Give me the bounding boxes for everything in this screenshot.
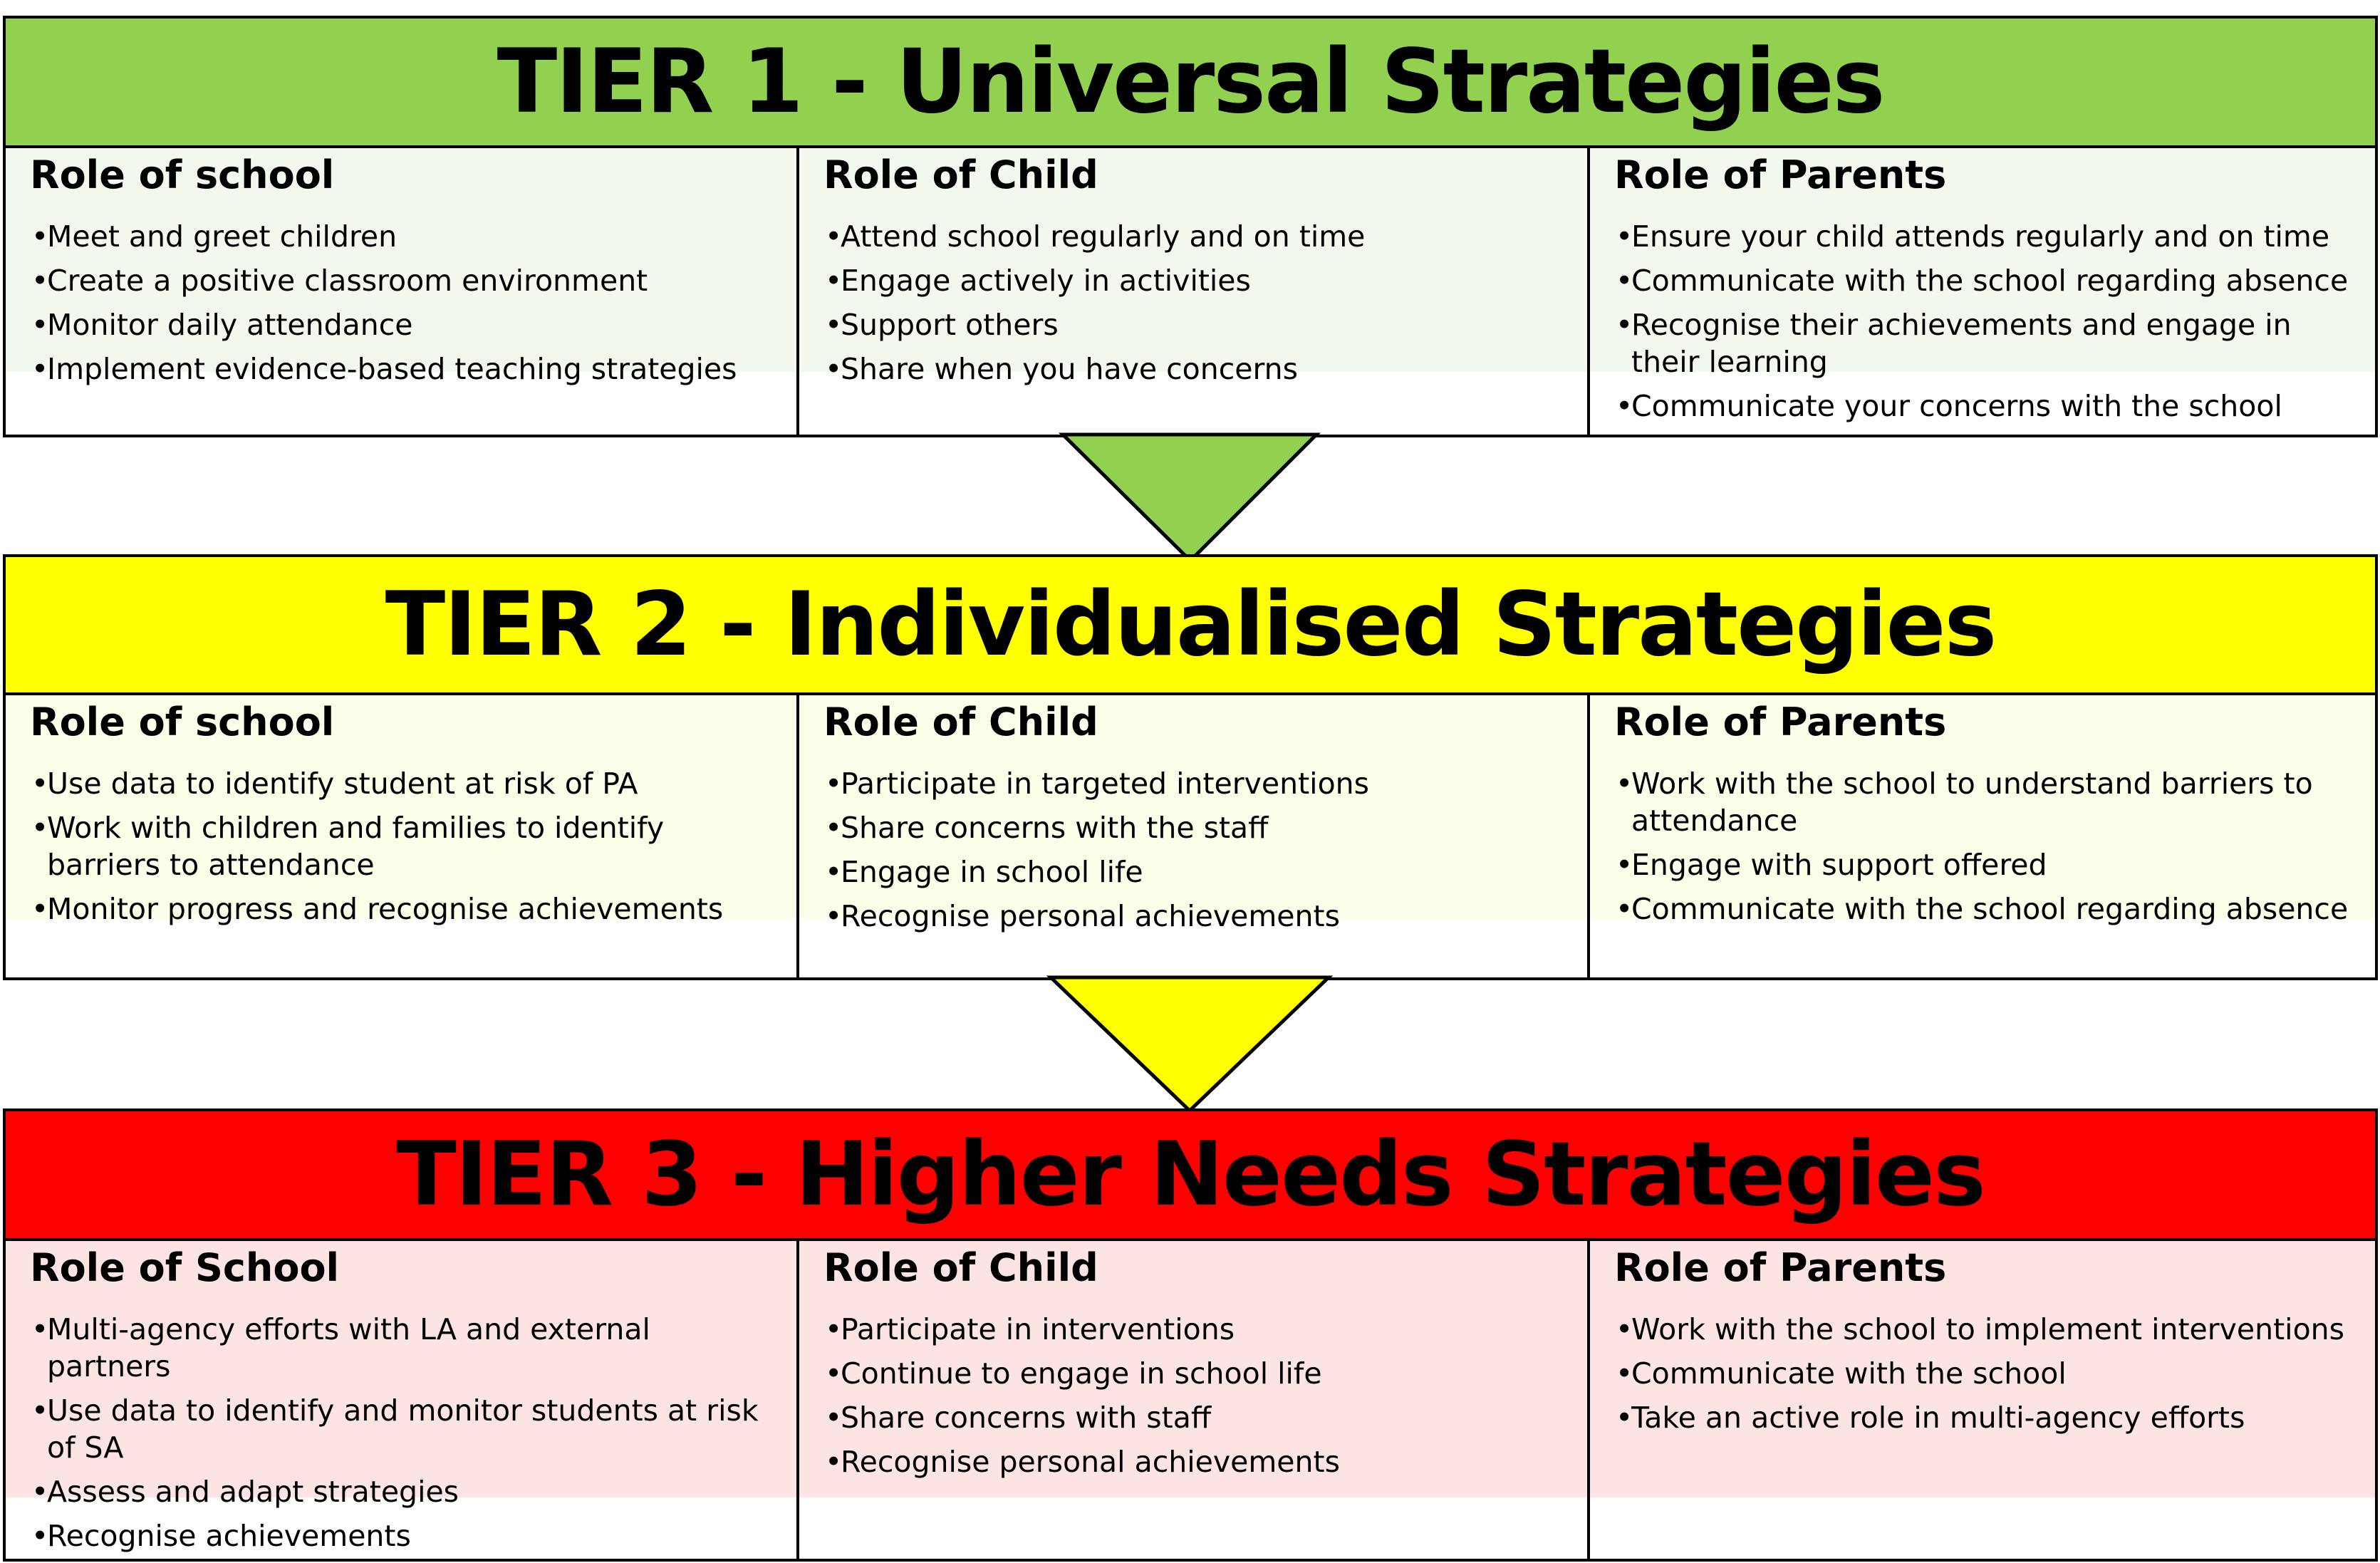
tier-1-role-school: Role of school Meet and greet children C…	[6, 148, 799, 435]
tier-2-roles: Role of school Use data to identify stud…	[3, 695, 2378, 980]
tier-1-role-child: Role of Child Attend school regularly an…	[799, 148, 1590, 435]
list-item: Work with the school to understand barri…	[1616, 765, 2358, 839]
list-item: Support others	[825, 306, 1570, 343]
tier-3-role-parents: Role of Parents Work with the school to …	[1590, 1241, 2375, 1559]
tier-2-title: TIER 2 - Individualised Strategies	[385, 573, 1997, 676]
list-item: Communicate with the school regarding ab…	[1616, 262, 2358, 299]
role-heading: Role of Child	[823, 1245, 1098, 1290]
list-item: Recognise achievements	[31, 1517, 779, 1554]
list-item: Work with the school to implement interv…	[1616, 1311, 2358, 1348]
list-item: Ensure your child attends regularly and …	[1616, 218, 2358, 255]
list-item: Participate in interventions	[825, 1311, 1570, 1348]
list-item: Recognise their achievements and engage …	[1616, 306, 2358, 380]
role-heading: Role of Parents	[1614, 700, 1947, 744]
tier-2-banner: TIER 2 - Individualised Strategies	[3, 554, 2378, 695]
tier-1-roles: Role of school Meet and greet children C…	[3, 148, 2378, 437]
tier-3: TIER 3 - Higher Needs Strategies Role of…	[3, 1108, 2378, 1562]
list-item: Monitor daily attendance	[31, 306, 779, 343]
tier-2: TIER 2 - Individualised Strategies Role …	[3, 554, 2378, 980]
role-heading: Role of Parents	[1614, 1245, 1947, 1290]
list-item: Attend school regularly and on time	[825, 218, 1570, 255]
tier-1-role-parents: Role of Parents Ensure your child attend…	[1590, 148, 2375, 435]
list-item: Share concerns with staff	[825, 1399, 1570, 1436]
list-item: Participate in targeted interventions	[825, 765, 1570, 802]
list-item: Multi-agency efforts with LA and externa…	[31, 1311, 779, 1385]
role-heading: Role of School	[30, 1245, 340, 1290]
tier-2-role-parents: Role of Parents Work with the school to …	[1590, 695, 2375, 977]
tier-1-banner: TIER 1 - Universal Strategies	[3, 16, 2378, 148]
tier-3-title: TIER 3 - Higher Needs Strategies	[396, 1123, 1986, 1226]
list-item: Use data to identify and monitor student…	[31, 1392, 779, 1466]
list-item: Engage actively in activities	[825, 262, 1570, 299]
list-item: Share when you have concerns	[825, 350, 1570, 388]
list-item: Engage in school life	[825, 853, 1570, 890]
list-item: Work with children and families to ident…	[31, 809, 779, 883]
list-item: Take an active role in multi-agency effo…	[1616, 1399, 2358, 1436]
tier-2-role-school: Role of school Use data to identify stud…	[6, 695, 799, 977]
list-item: Create a positive classroom environment	[31, 262, 779, 299]
role-heading: Role of Parents	[1614, 152, 1947, 197]
list-item: Implement evidence-based teaching strate…	[31, 350, 779, 388]
role-heading: Role of school	[30, 152, 335, 197]
list-item: Recognise personal achievements	[825, 1443, 1570, 1480]
tier-1-title: TIER 1 - Universal Strategies	[497, 31, 1886, 133]
list-item: Monitor progress and recognise achieveme…	[31, 890, 779, 928]
down-arrow-1	[1058, 432, 1321, 564]
tier-3-banner: TIER 3 - Higher Needs Strategies	[3, 1108, 2378, 1241]
tier-1: TIER 1 - Universal Strategies Role of sc…	[3, 16, 2378, 437]
role-heading: Role of Child	[823, 700, 1098, 744]
tier-3-roles: Role of School Multi-agency efforts with…	[3, 1241, 2378, 1562]
list-item: Meet and greet children	[31, 218, 779, 255]
list-item: Continue to engage in school life	[825, 1355, 1570, 1392]
tier-3-role-school: Role of School Multi-agency efforts with…	[6, 1241, 799, 1559]
list-item: Communicate with the school regarding ab…	[1616, 890, 2358, 928]
tier-2-role-child: Role of Child Participate in targeted in…	[799, 695, 1590, 977]
tier-3-role-child: Role of Child Participate in interventio…	[799, 1241, 1590, 1559]
list-item: Engage with support offered	[1616, 846, 2358, 883]
list-item: Communicate with the school	[1616, 1355, 2358, 1392]
role-heading: Role of Child	[823, 152, 1098, 197]
list-item: Use data to identify student at risk of …	[31, 765, 779, 802]
list-item: Assess and adapt strategies	[31, 1473, 779, 1510]
role-heading: Role of school	[30, 700, 335, 744]
list-item: Share concerns with the staff	[825, 809, 1570, 846]
list-item: Communicate your concerns with the schoo…	[1616, 388, 2358, 425]
down-arrow-2	[1046, 975, 1334, 1113]
list-item: Recognise personal achievements	[825, 898, 1570, 935]
